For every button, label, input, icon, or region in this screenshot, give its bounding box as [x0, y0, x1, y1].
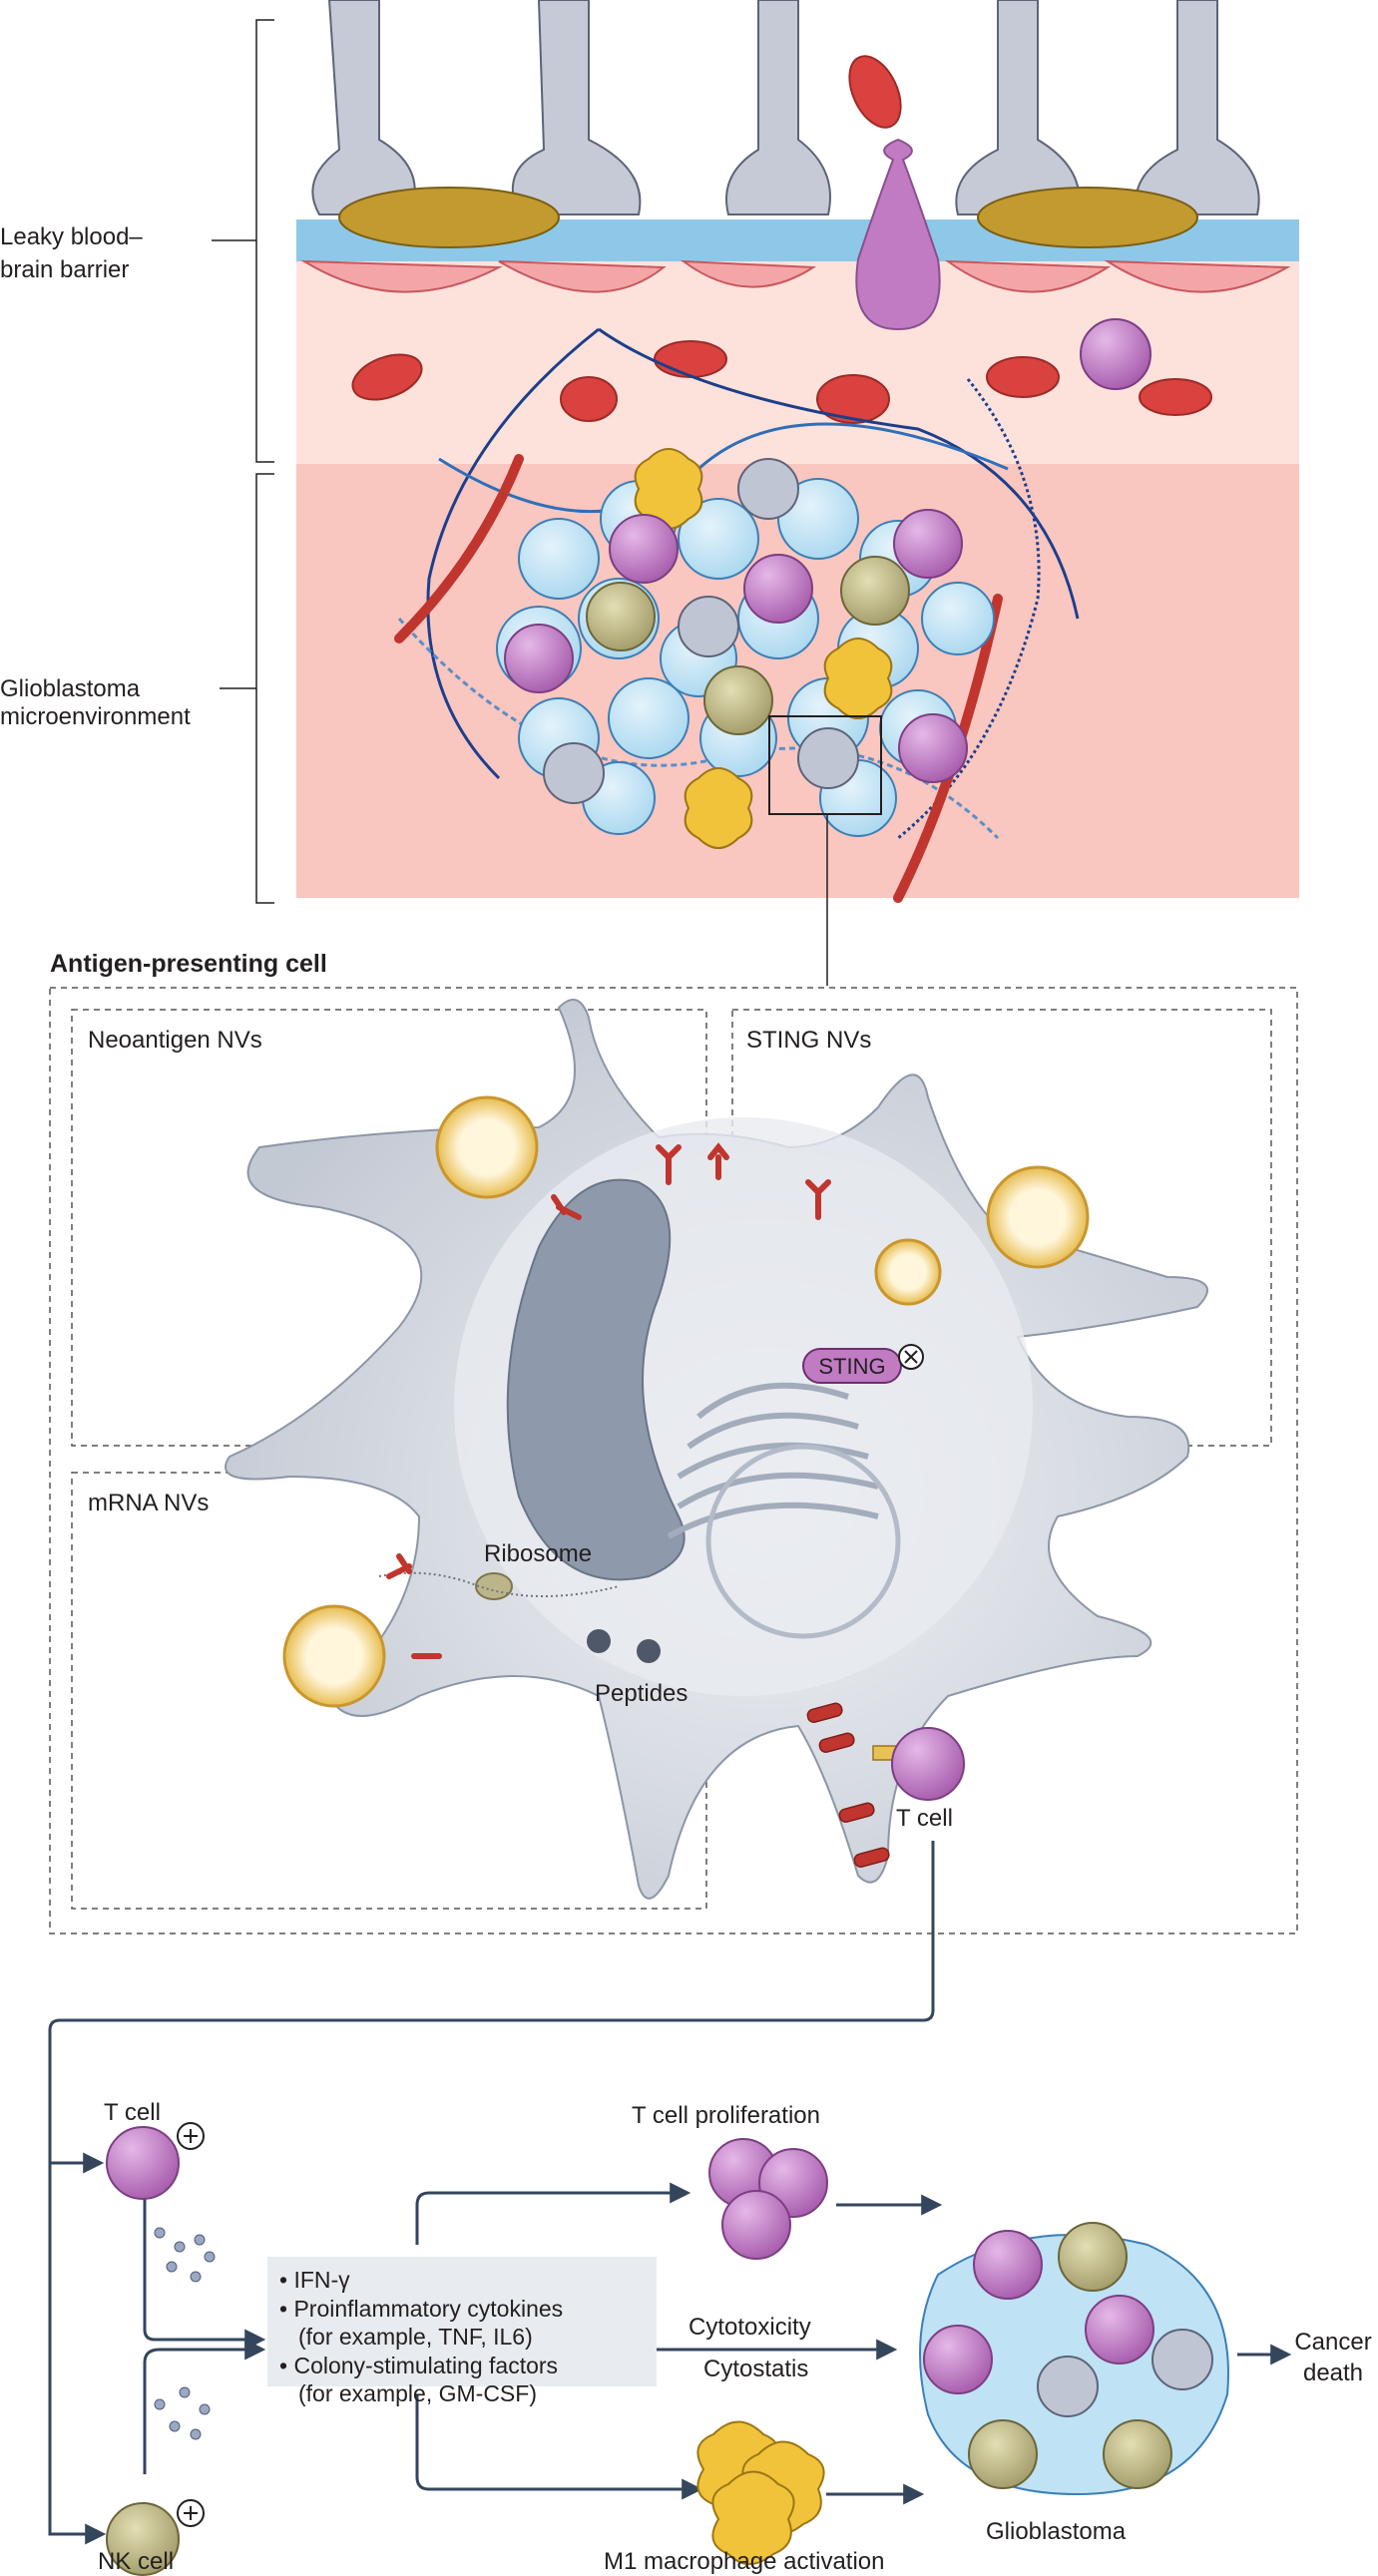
- immune-cell-circulating: [1080, 318, 1151, 390]
- svg-text:(for example, GM-CSF): (for example, GM-CSF): [298, 2380, 537, 2406]
- cytostatis-label: Cytostatis: [703, 2356, 808, 2382]
- flow-arrows: [48, 1841, 1292, 2545]
- cancer-death-label-line1: Cancer: [1294, 2329, 1371, 2356]
- t-cell-bottom: [106, 2126, 180, 2200]
- m1-label: M1 macrophage activation: [604, 2548, 884, 2575]
- svg-text:Glioblastoma: Glioblastoma: [0, 675, 141, 702]
- ribosome-label: Ribosome: [484, 1540, 592, 1567]
- svg-text:• Colony-stimulating factors: • Colony-stimulating factors: [279, 2353, 558, 2378]
- ribosome: [475, 1572, 513, 1600]
- svg-text:(for example, TNF, IL6): (for example, TNF, IL6): [298, 2324, 533, 2350]
- bbb-microenvironment-illustration: [212, 0, 1299, 986]
- glioblastoma-label: Glioblastoma: [986, 2518, 1127, 2545]
- nanovesicle-sting: [986, 1165, 1090, 1269]
- nanovesicle-mrna: [282, 1604, 386, 1708]
- macrophages: [634, 448, 893, 849]
- panel-label-neoantigen: Neoantigen NVs: [88, 1027, 262, 1054]
- cytokine-box: • IFN-γ • Proinflammatory cytokines (for…: [267, 2257, 657, 2406]
- gbm-label: Glioblastoma microenvironment: [0, 675, 191, 730]
- bottom-tcell-label: T cell: [104, 2099, 161, 2126]
- panel-label-mrna: mRNA NVs: [88, 1490, 209, 1516]
- svg-text:• IFN-γ: • IFN-γ: [279, 2267, 350, 2293]
- zoom-box: [768, 715, 882, 815]
- cancer-death-label-line2: death: [1303, 2360, 1363, 2386]
- glioblastoma-mass: [919, 2222, 1229, 2496]
- peptides-label: Peptides: [595, 1680, 688, 1707]
- t-cells-microenv: [504, 509, 968, 783]
- bottom-nkcell-label: NK cell: [98, 2548, 174, 2575]
- nanovesicle-neoantigen: [435, 1095, 539, 1199]
- nanovesicle-sting-fusing: [874, 1238, 942, 1306]
- nk-cell-bottom: [106, 2502, 180, 2576]
- nk-cells-microenv: [586, 556, 910, 735]
- cytotoxicity-label: Cytotoxicity: [689, 2314, 811, 2341]
- apc-title: Antigen-presenting cell: [50, 950, 327, 978]
- m1-macrophages: [696, 2420, 825, 2565]
- ecm-fibres: [397, 327, 1080, 840]
- bottom-cells: [106, 2122, 1229, 2576]
- peptides-glyphs: [587, 1629, 661, 1663]
- svg-text:Leaky blood–: Leaky blood–: [0, 223, 143, 250]
- panel-label-sting: STING NVs: [746, 1027, 871, 1054]
- apc-nucleus: [506, 1178, 686, 1581]
- bbb-label: Leaky blood– brain barrier: [0, 223, 143, 283]
- cytokine-dots: [154, 2227, 216, 2440]
- endothelial-cells: [300, 259, 1291, 293]
- mrna-strand: [378, 1571, 620, 1597]
- apc-cell-illustration: STING Ribosome Peptides T cell: [225, 999, 1208, 1900]
- t-cell-apc-label: T cell: [896, 1805, 953, 1832]
- svg-text:microenvironment: microenvironment: [0, 703, 191, 730]
- svg-text:• Proinflammatory cytokines: • Proinflammatory cytokines: [279, 2296, 563, 2322]
- sting-protein: STING: [802, 1344, 924, 1384]
- red-blood-cells: [351, 55, 1212, 424]
- antigen-presenting-cells-microenv: [543, 458, 859, 804]
- svg-text:brain barrier: brain barrier: [0, 256, 129, 283]
- astrocyte-endfeet: [311, 0, 1260, 215]
- golgi-region: [705, 1444, 901, 1639]
- section-brackets: [212, 19, 274, 904]
- endoplasmic-reticulum: [667, 1382, 879, 1539]
- pericytes: [338, 187, 1198, 248]
- receptors: [386, 1142, 831, 1659]
- proliferation-label: T cell proliferation: [632, 2102, 820, 2129]
- t-cell-apc: [891, 1727, 965, 1801]
- proliferating-t-cells: [708, 2138, 828, 2260]
- sting-label: STING: [818, 1354, 885, 1379]
- mhc-tcr-complexes: [806, 1702, 904, 1868]
- extravasating-cell: [855, 138, 941, 331]
